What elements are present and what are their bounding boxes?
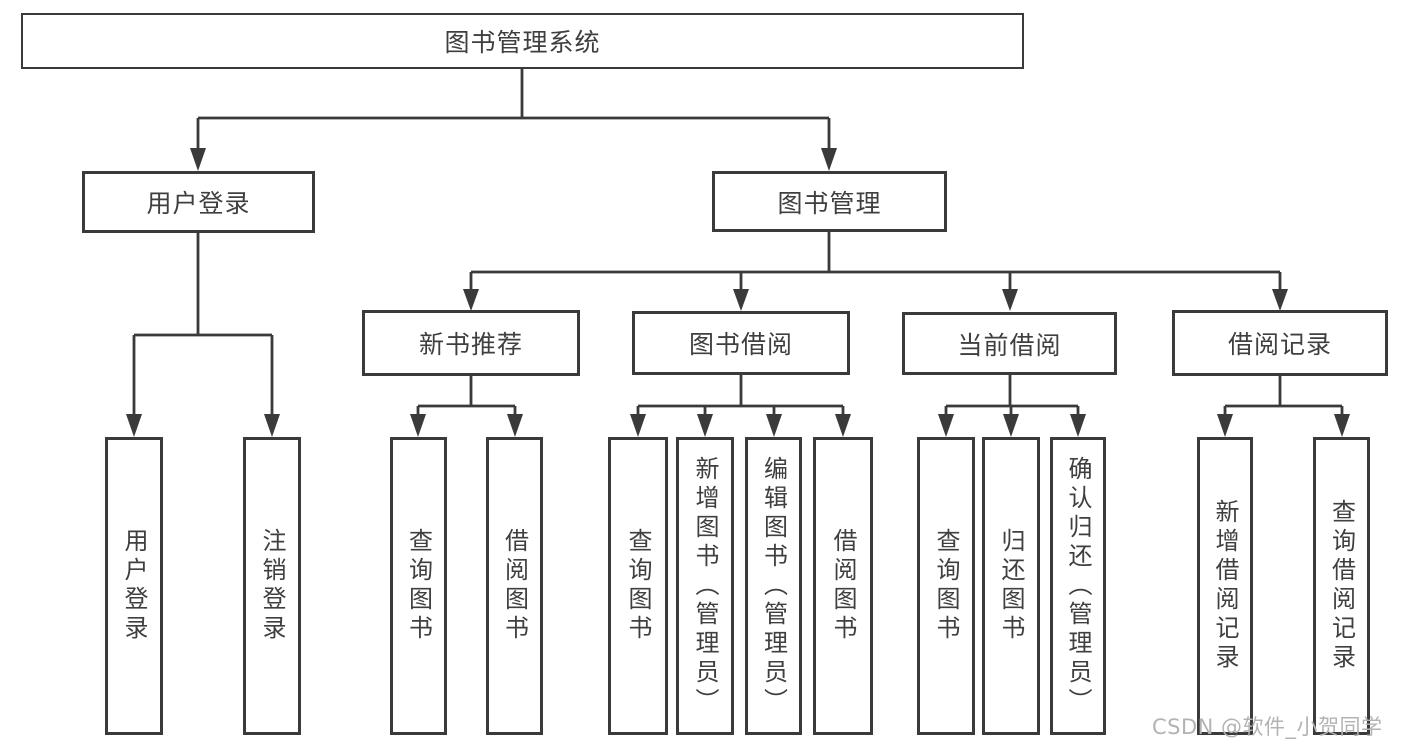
node-label: 当前借阅 (957, 330, 1062, 360)
node-book-borrow: 图书借阅 (632, 311, 850, 375)
node-label: 图书借阅 (688, 330, 793, 359)
leaf-label: 借阅图书 (500, 528, 529, 644)
leaf-label: 查询图书 (624, 528, 652, 644)
node-label: 新书推荐 (418, 330, 523, 359)
leaf-user-login: 用户登录 (105, 437, 163, 735)
node-label: 用户登录 (146, 189, 251, 218)
leaf-query-book-recommend: 查询图书 (390, 437, 447, 735)
leaf-add-book-admin: 新增图书（管理员） (676, 437, 734, 735)
leaf-query-book-current: 查询图书 (917, 437, 975, 735)
node-new-book-recommend: 新书推荐 (362, 310, 580, 376)
leaf-borrow-book-recommend: 借阅图书 (486, 437, 543, 735)
leaf-logout: 注销登录 (243, 437, 301, 735)
leaf-label: 查询图书 (932, 528, 960, 644)
leaf-label: 编辑图书（管理员） (759, 455, 788, 717)
node-user-login: 用户登录 (82, 171, 315, 233)
leaf-label: 新增图书（管理员） (691, 455, 719, 717)
leaf-label: 注销登录 (258, 528, 286, 644)
leaf-label: 新增借阅记录 (1211, 499, 1239, 673)
node-label: 图书管理系统 (444, 28, 601, 57)
node-label: 借阅记录 (1227, 330, 1332, 359)
leaf-confirm-return-admin: 确认归还（管理员） (1050, 437, 1106, 735)
leaf-label: 归还图书 (997, 528, 1025, 644)
leaf-query-book-borrow: 查询图书 (608, 437, 668, 735)
leaf-label: 确认归还（管理员） (1064, 455, 1092, 717)
leaf-label: 查询图书 (404, 528, 433, 644)
watermark: CSDN @软件_小贺同学 (1152, 715, 1383, 739)
leaf-label: 查询借阅记录 (1327, 499, 1356, 673)
leaf-borrow-book: 借阅图书 (813, 437, 873, 735)
node-library-management-system: 图书管理系统 (21, 13, 1024, 69)
leaf-label: 用户登录 (120, 528, 148, 644)
leaf-add-borrow-record: 新增借阅记录 (1197, 437, 1253, 735)
node-book-management: 图书管理 (712, 171, 947, 232)
node-current-borrow: 当前借阅 (902, 312, 1117, 375)
node-borrow-records: 借阅记录 (1172, 310, 1388, 376)
node-label: 图书管理 (777, 188, 882, 218)
leaf-label: 借阅图书 (829, 528, 857, 644)
leaf-return-book: 归还图书 (982, 437, 1040, 735)
leaf-edit-book-admin: 编辑图书（管理员） (745, 437, 802, 735)
leaf-query-borrow-record: 查询借阅记录 (1313, 437, 1370, 735)
